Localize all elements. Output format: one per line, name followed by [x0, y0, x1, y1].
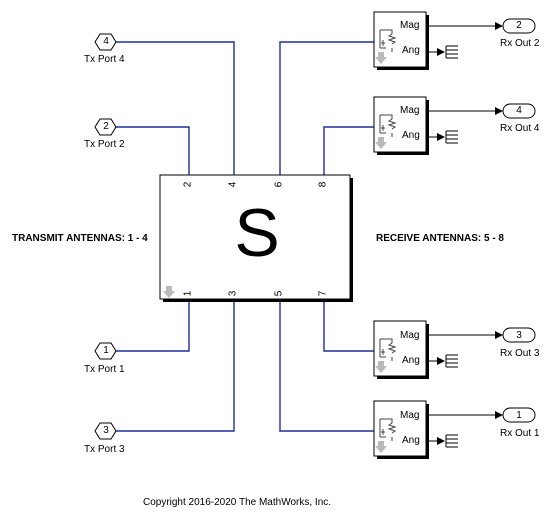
inport-number: 1: [103, 345, 109, 356]
down-arrow-icon: [375, 137, 387, 149]
sparam-port-label: 6: [273, 181, 285, 188]
sensor-block[interactable]: [373, 11, 429, 70]
outport-label: Rx Out 2: [500, 38, 540, 49]
wire-tx-port-3[interactable]: [116, 300, 235, 432]
sensor-block[interactable]: [373, 400, 429, 459]
sensor-ang-label: Ang: [402, 130, 420, 141]
sensor-block[interactable]: [373, 96, 429, 155]
outport-rx[interactable]: [502, 407, 536, 423]
sensor-block[interactable]: [373, 320, 429, 379]
inport-label: Tx Port 2: [84, 139, 125, 150]
wire-tx-port-2[interactable]: [116, 126, 190, 177]
down-arrow-icon: [375, 361, 387, 373]
inport-tx-4[interactable]: [94, 33, 117, 51]
inport-number: 3: [103, 425, 109, 436]
inport-label: Tx Port 4: [84, 54, 125, 65]
outport-label: Rx Out 3: [500, 348, 540, 359]
sensor-mag-label: Mag: [400, 20, 420, 31]
outport-number: 2: [516, 20, 522, 31]
sparam-port-label: 8: [317, 181, 329, 188]
sparam-symbol: S: [234, 195, 280, 271]
outport-label: Rx Out 1: [500, 428, 540, 439]
outport-label: Rx Out 4: [500, 123, 540, 134]
voltage-sensor-icon: [379, 338, 397, 361]
inport-tx-1[interactable]: [94, 342, 117, 360]
sparam-port-label: 5: [273, 290, 285, 297]
sensor-mag-label: Mag: [400, 330, 420, 341]
sensor-ang-label: Ang: [402, 45, 420, 56]
inport-tx-3[interactable]: [94, 422, 117, 440]
inport-label: Tx Port 3: [84, 444, 125, 455]
outport-rx[interactable]: [502, 103, 536, 119]
sparam-port-label: 2: [182, 181, 194, 188]
sensor-ang-label: Ang: [402, 435, 420, 446]
wire-port-6[interactable]: [279, 41, 374, 177]
wire-tx-port-4[interactable]: [116, 41, 235, 177]
terminator-icon[interactable]: [445, 45, 458, 59]
down-arrow-icon: [375, 52, 387, 64]
voltage-sensor-icon: [379, 114, 397, 137]
outport-number: 4: [516, 105, 522, 116]
outport-rx[interactable]: [502, 18, 536, 34]
terminator-icon[interactable]: [445, 434, 458, 448]
sparam-port-label: 3: [227, 290, 239, 297]
wire-tx-port-1[interactable]: [116, 300, 190, 352]
s-parameter-block[interactable]: [159, 174, 353, 302]
copyright-notice: Copyright 2016-2020 The MathWorks, Inc.: [142, 497, 332, 508]
sensor-mag-label: Mag: [400, 410, 420, 421]
wire-port-8[interactable]: [323, 126, 374, 177]
voltage-sensor-icon: [379, 29, 397, 52]
sparam-port-label: 4: [227, 181, 239, 188]
wire-port-7[interactable]: [323, 300, 374, 352]
inport-label: Tx Port 1: [84, 364, 125, 375]
signal-wires: [116, 41, 374, 432]
inport-number: 2: [103, 121, 109, 132]
receive-antennas-annotation: RECEIVE ANTENNAS: 5 - 8: [376, 233, 504, 244]
terminator-icon[interactable]: [445, 354, 458, 368]
outport-rx[interactable]: [502, 327, 536, 343]
sensor-mag-label: Mag: [400, 105, 420, 116]
down-arrow-icon: [375, 441, 387, 453]
inport-tx-2[interactable]: [94, 118, 117, 136]
sensor-ang-label: Ang: [402, 355, 420, 366]
voltage-sensor-icon: [379, 418, 397, 441]
outport-number: 1: [516, 410, 522, 421]
sparam-port-label: 7: [317, 290, 329, 297]
terminator-icon[interactable]: [445, 130, 458, 144]
wire-port-5[interactable]: [279, 300, 374, 432]
down-arrow-icon: [163, 286, 175, 298]
inport-number: 4: [103, 36, 109, 47]
transmit-antennas-annotation: TRANSMIT ANTENNAS: 1 - 4: [12, 233, 148, 244]
outport-number: 3: [516, 330, 522, 341]
sparam-port-label: 1: [182, 290, 194, 297]
